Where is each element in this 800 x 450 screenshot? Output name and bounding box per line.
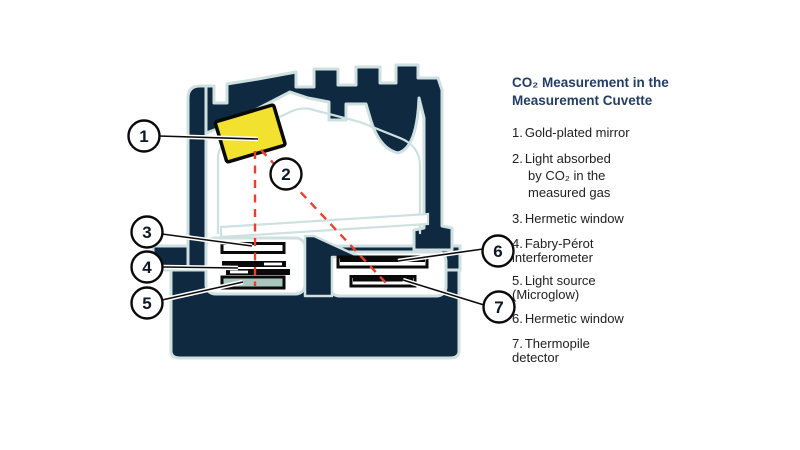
hermetic-window-left — [220, 242, 286, 254]
callout-6: 6 — [481, 234, 515, 268]
cuvette-shelf-slab — [219, 212, 430, 239]
leader-3 — [161, 233, 253, 247]
hermetic-window-right — [336, 255, 429, 269]
housing-center-divider — [303, 234, 362, 298]
callout-6-label: 6 — [493, 242, 502, 261]
legend-item-1: 1.Gold-plated mirror — [512, 125, 630, 141]
callout-1: 1 — [127, 119, 161, 153]
callout-3: 3 — [130, 215, 164, 249]
callout-7-label: 7 — [494, 298, 503, 317]
leader-4 — [162, 266, 239, 269]
housing-left-wall — [186, 84, 208, 270]
legend-item-5: 5.Light source (Microglow) — [512, 272, 596, 302]
callout-4: 4 — [130, 250, 164, 284]
callout-4-label: 4 — [142, 258, 152, 277]
callout-7: 7 — [482, 290, 516, 324]
legend-title: CO₂ Measurement in the Measurement Cuvet… — [512, 74, 702, 109]
legend-item-7: 7.Thermopile detector — [512, 335, 590, 365]
legend-item-2: 2.Light absorbed by CO₂ in the measured … — [512, 150, 611, 200]
legend-panel: CO₂ Measurement in the Measurement Cuvet… — [512, 74, 702, 374]
legend-title-line-1: CO₂ Measurement in the — [512, 75, 669, 90]
housing-top-band — [204, 63, 454, 252]
callout-1-label: 1 — [139, 127, 148, 146]
callout-5: 5 — [130, 286, 164, 320]
light-source-microglow — [220, 275, 286, 290]
leader-lines — [158, 135, 485, 306]
legend-item-6: 6.Hermetic window — [512, 310, 624, 326]
callout-2-label: 2 — [281, 165, 290, 184]
legend-title-line-2: Measurement Cuvette — [512, 92, 653, 108]
legend-item-3: 3.Hermetic window — [512, 210, 624, 226]
leader-1 — [158, 135, 259, 140]
leader-7 — [402, 279, 485, 306]
callout-2: 2 — [269, 157, 303, 191]
callout-3-label: 3 — [142, 223, 151, 242]
cuvette-inner-outline — [216, 107, 422, 234]
leader-6 — [397, 248, 484, 262]
legend-item-4: 4.Fabry-Pérot interferometer — [512, 235, 594, 265]
fabry-perot-interferometer — [222, 261, 290, 275]
callout-5-label: 5 — [142, 294, 151, 313]
leader-5 — [161, 281, 244, 301]
